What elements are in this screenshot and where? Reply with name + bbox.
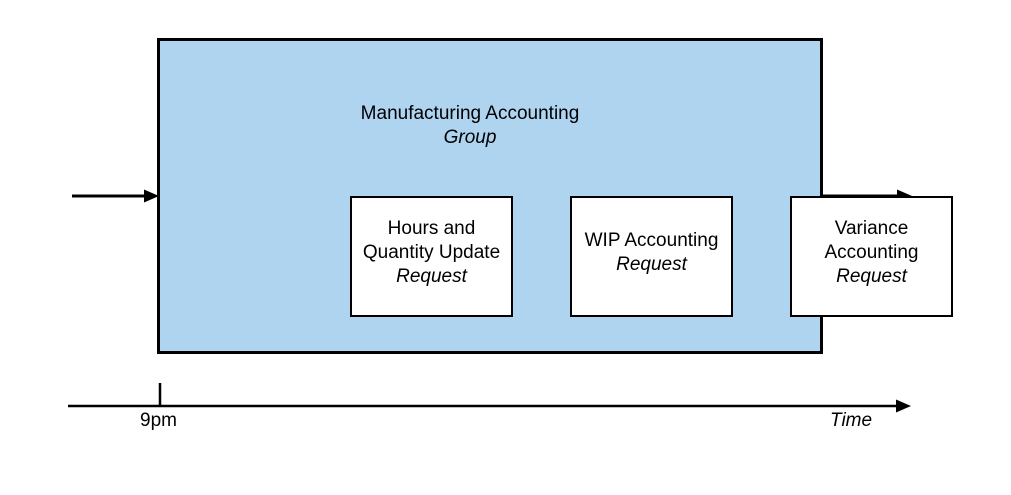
group-subtitle: Group [443, 127, 497, 148]
manufacturing-accounting-group: Manufacturing Accounting Group Hours and… [157, 38, 953, 354]
time-axis-arrowhead [896, 399, 911, 413]
group-title-block: Manufacturing Accounting Group [140, 102, 800, 150]
node-variance-accounting-request: Variance Accounting Request [790, 196, 953, 317]
node-label-line: Variance [834, 217, 909, 239]
node-wip-accounting-request: WIP Accounting Request [570, 196, 733, 317]
group-title: Manufacturing Accounting [360, 103, 580, 124]
node-subtitle: Request [396, 265, 467, 287]
node-label-line: Quantity Update [362, 241, 501, 263]
node-subtitle: Request [836, 265, 907, 287]
timeline-axis-label: Time [830, 410, 873, 431]
timeline-tick-label: 9pm [140, 410, 177, 431]
node-label-line: Hours and [387, 217, 476, 239]
node-subtitle: Request [616, 253, 687, 275]
node-hours-and-quantity-update-request: Hours and Quantity Update Request [350, 196, 513, 317]
node-label-line: WIP Accounting [584, 229, 719, 251]
node-label-line: Accounting [824, 241, 919, 263]
